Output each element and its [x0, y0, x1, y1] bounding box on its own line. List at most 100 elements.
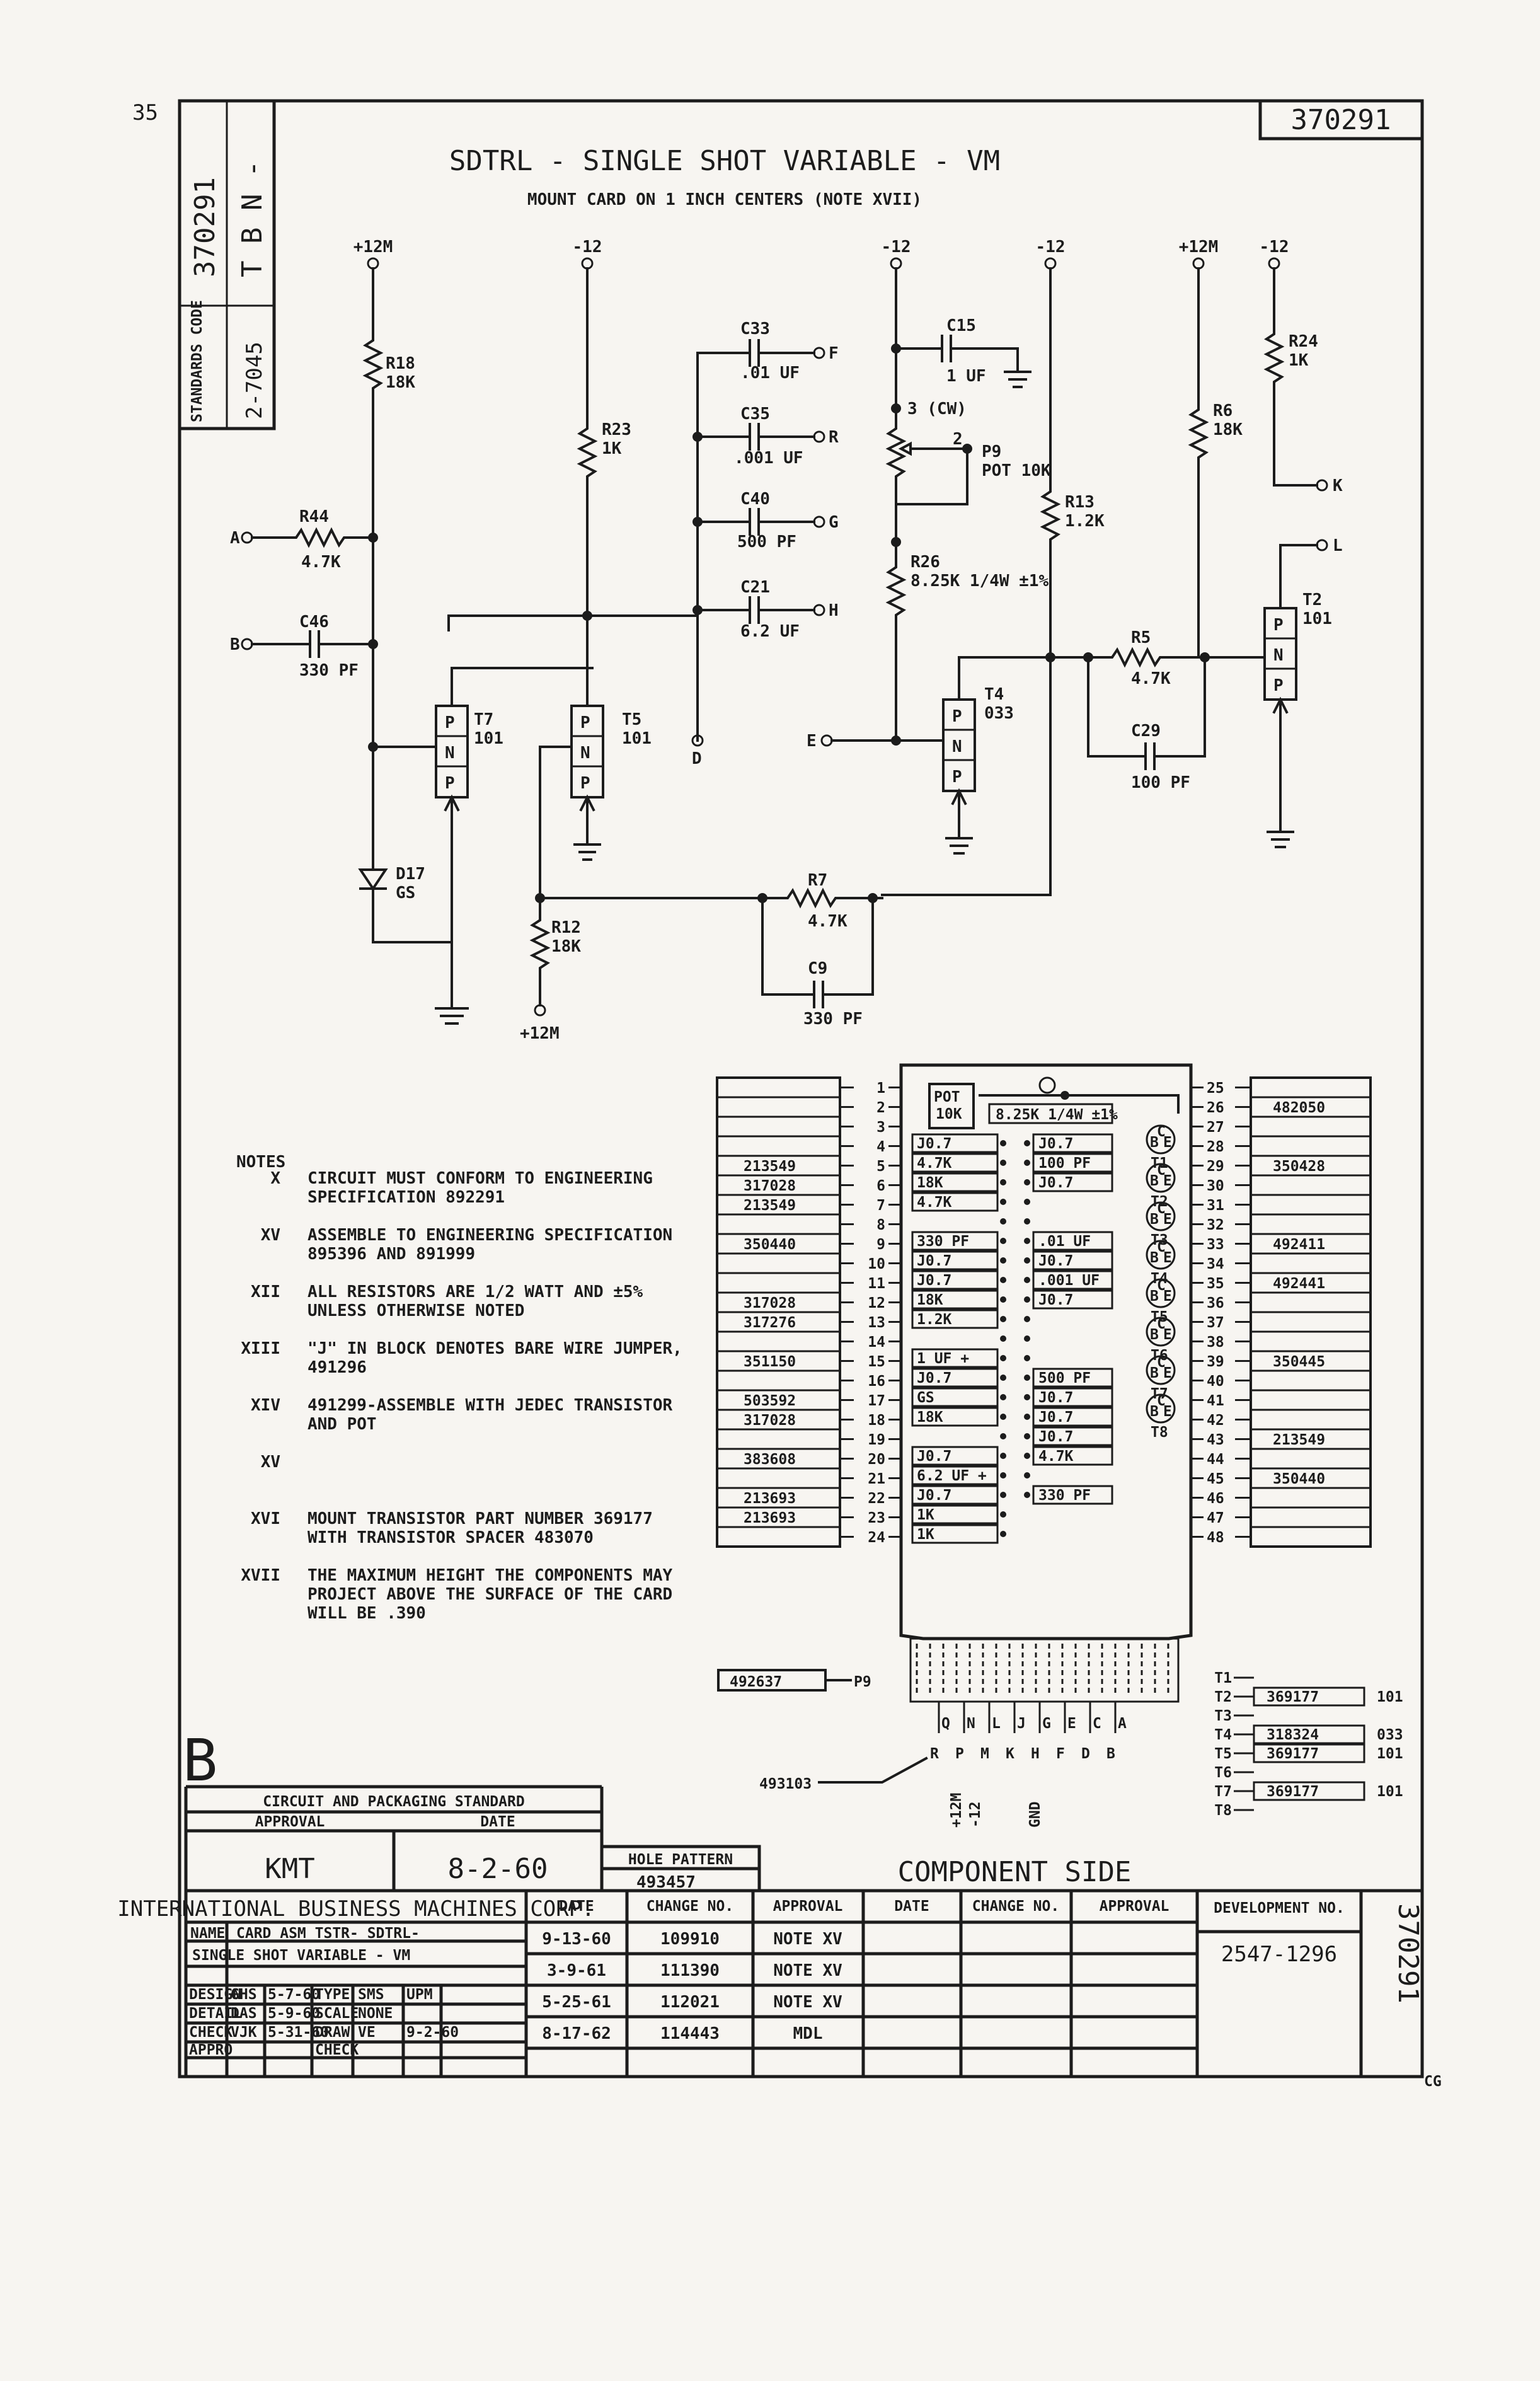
transistor-pin: C — [1157, 1354, 1166, 1371]
transistor-pin: B — [1150, 1404, 1159, 1420]
component-side-label: COMPONENT SIDE — [898, 1856, 1132, 1888]
date-value: 8-2-60 — [448, 1853, 548, 1885]
pin-number: 12 — [868, 1295, 885, 1312]
change-date: 8-17-62 — [542, 2024, 611, 2043]
left-part-number: 317028 — [744, 1178, 796, 1194]
note-number: XVII — [241, 1566, 280, 1585]
rail-label: -12 — [573, 238, 602, 257]
change-number: 112021 — [660, 1993, 720, 2012]
row-key: CHECK — [315, 2042, 359, 2058]
component-block-label: 1K — [917, 1507, 934, 1523]
connector-fingers — [909, 1637, 1180, 1703]
connector-part: 493103 — [759, 1776, 812, 1792]
name-label: NAME — [190, 1925, 225, 1942]
note-number: X — [270, 1169, 280, 1188]
note-text: 491296 — [307, 1358, 367, 1377]
note-text: ASSEMBLE TO ENGINEERING SPECIFICATION — [307, 1226, 672, 1245]
row-key: DRAW — [315, 2024, 350, 2041]
row-value: NONE — [358, 2005, 393, 2022]
row-key: TYPE — [315, 1986, 350, 2003]
transistor-pin: C — [1157, 1393, 1166, 1409]
c9-value: 330 PF — [803, 1010, 863, 1029]
tab-label: D — [1081, 1746, 1090, 1762]
note-number: XVI — [251, 1509, 280, 1528]
note-text: "J" IN BLOCK DENOTES BARE WIRE JUMPER, — [307, 1339, 682, 1358]
component-block-label: J0.7 — [1038, 1390, 1073, 1406]
transistor-pin: E — [1163, 1365, 1172, 1381]
component-block-label: J0.7 — [917, 1448, 951, 1465]
component-block-label: J0.7 — [1038, 1292, 1073, 1308]
note-text: CIRCUIT MUST CONFORM TO ENGINEERING — [307, 1169, 653, 1188]
left-part-number: 350440 — [744, 1237, 796, 1253]
notes-heading: NOTES — [236, 1153, 285, 1172]
t2-type: 101 — [1302, 609, 1332, 628]
drawing-number: 370291 — [1291, 104, 1391, 136]
pot-terminal-2: 2 — [953, 430, 963, 449]
component-block-label: J0.7 — [1038, 1136, 1073, 1152]
component-block — [1032, 1270, 1113, 1290]
transistor-position: T2 — [1214, 1689, 1232, 1705]
pin-number: 8 — [876, 1217, 885, 1233]
row-value: SMS — [358, 1986, 384, 2003]
transistor-position: T6 — [1214, 1765, 1232, 1781]
pin-r: R — [829, 428, 839, 447]
note-number: XIII — [241, 1339, 280, 1358]
note-text: AND POT — [307, 1415, 377, 1434]
pin-number: 47 — [1207, 1510, 1224, 1526]
pin-number: 9 — [876, 1237, 885, 1253]
transistor-position: T3 — [1214, 1708, 1232, 1724]
left-part-number: 213693 — [744, 1490, 796, 1507]
component-block-label: 1K — [917, 1526, 934, 1543]
svg-text:P: P — [445, 774, 455, 793]
component-block-label: 1 UF + — [917, 1351, 969, 1367]
transistor-pin: E — [1163, 1173, 1172, 1189]
svg-text:P: P — [580, 713, 590, 732]
notes-block: NOTES X CIRCUIT MUST CONFORM TO ENGINEERI… — [236, 1153, 682, 1623]
t2-ref: T2 — [1302, 591, 1322, 609]
component-block — [911, 1407, 999, 1427]
tab-label: F — [1056, 1746, 1065, 1762]
c33-ref: C33 — [740, 320, 770, 338]
tab-label: R — [930, 1746, 939, 1762]
change-number: 114443 — [660, 2024, 720, 2043]
c9-ref: C9 — [808, 959, 827, 978]
pin-number: 18 — [868, 1412, 885, 1429]
change-date: 3-9-61 — [547, 1961, 606, 1980]
component-block-label: J0.7 — [1038, 1409, 1073, 1426]
transistor-pin: E — [1163, 1327, 1172, 1343]
pin-number: 11 — [868, 1276, 885, 1292]
side-block-number: 370291 — [189, 177, 221, 277]
change-header: DATE — [894, 1898, 929, 1915]
name-line1: CARD ASM TSTR- SDTRL- — [236, 1925, 420, 1942]
transistor-outline — [1146, 1201, 1176, 1231]
r12-ref: R12 — [551, 918, 581, 937]
component-block — [1032, 1426, 1113, 1446]
r13-ref: R13 — [1065, 493, 1095, 512]
pin-number: 43 — [1207, 1432, 1224, 1448]
r23-value: 1K — [602, 439, 622, 458]
component-block — [1032, 1368, 1113, 1388]
transistor-part: 369177 — [1267, 1784, 1319, 1800]
transistor-part-box — [1253, 1686, 1365, 1707]
r44-ref: R44 — [299, 507, 329, 526]
note-text: ALL RESISTORS ARE 1/2 WATT AND ±5% — [307, 1283, 643, 1301]
component-block — [1032, 1407, 1113, 1427]
row-label: CHECK — [189, 2024, 233, 2041]
r5-ref: R5 — [1131, 628, 1151, 647]
vertical-drawing-number: 370291 — [1392, 1903, 1424, 2003]
row-who: VJK — [231, 2024, 257, 2041]
pin-number: 42 — [1207, 1412, 1224, 1429]
right-part-number: 492441 — [1273, 1276, 1325, 1292]
component-block — [911, 1250, 999, 1271]
component-block — [911, 1368, 999, 1388]
change-approval: NOTE XV — [773, 1993, 842, 2012]
development-number: 2547-1296 — [1221, 1942, 1337, 1967]
transistor-pin: B — [1150, 1211, 1159, 1228]
pin-b: B — [230, 635, 240, 654]
note-text: WITH TRANSISTOR SPACER 483070 — [307, 1528, 594, 1547]
revision-letter: B — [183, 1727, 217, 1794]
svg-text:N: N — [580, 744, 590, 763]
change-header: CHANGE NO. — [972, 1898, 1059, 1915]
pin-number: 21 — [868, 1471, 885, 1487]
